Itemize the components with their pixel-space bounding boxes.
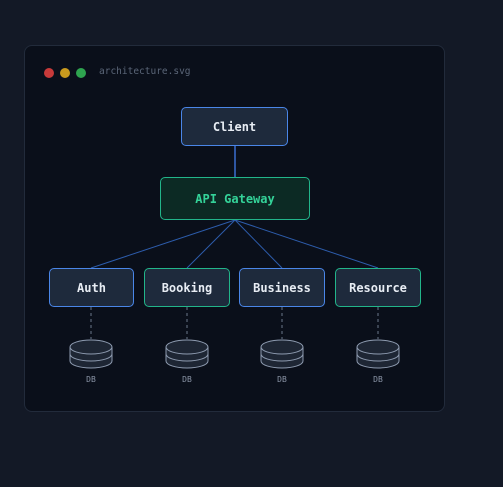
resource-service-node: Resource (335, 268, 421, 307)
close-window-dot[interactable] (44, 68, 54, 78)
connector-gateway-business (234, 219, 283, 269)
db-label-booking: DB (182, 375, 192, 384)
business-service-node: Business (239, 268, 325, 307)
db-cylinder-icon-booking (165, 339, 209, 369)
db-label-resource: DB (373, 375, 383, 384)
window-filename: architecture.svg (99, 66, 191, 77)
api-gateway-node: API Gateway (160, 177, 310, 220)
connector-gateway-auth (90, 219, 236, 269)
booking-service-node: Booking (144, 268, 230, 307)
connector-gateway-booking (186, 219, 236, 269)
auth-service-node: Auth (49, 268, 134, 307)
db-label-business: DB (277, 375, 287, 384)
db-cylinder-icon-resource (356, 339, 400, 369)
db-cylinder-icon-business (260, 339, 304, 369)
db-cylinder-icon-auth (69, 339, 113, 369)
db-label-auth: DB (86, 375, 96, 384)
client-node: Client (181, 107, 288, 146)
minimize-window-dot[interactable] (60, 68, 70, 78)
maximize-window-dot[interactable] (76, 68, 86, 78)
connector-gateway-resource (234, 219, 379, 269)
